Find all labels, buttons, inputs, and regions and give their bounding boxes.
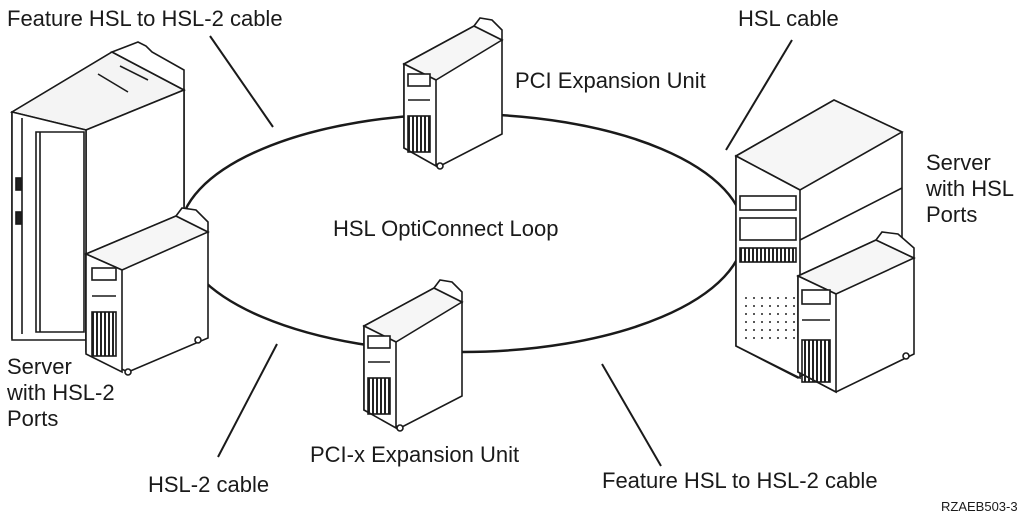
- leader-bottom-right-cable: [601, 363, 662, 467]
- cable-label-bottom-left: HSL-2 cable: [148, 472, 270, 497]
- pci-x-expansion-unit-label: PCI-x Expansion Unit: [310, 442, 520, 467]
- server-hsl2-label-line3: Ports: [7, 406, 59, 431]
- server-hsl-label-line2: with HSL: [926, 176, 1015, 201]
- cable-label-top-right: HSL cable: [738, 6, 839, 31]
- pci-expansion-unit-icon: [402, 17, 504, 170]
- server-hsl2-label-line2: with HSL-2: [7, 380, 115, 405]
- server-hsl-front-unit-icon: [796, 231, 916, 394]
- server-hsl2-label-line1: Server: [7, 354, 72, 379]
- server-hsl2-label: Server with HSL-2 Ports: [7, 354, 115, 432]
- figure-id: RZAEB503-3: [941, 499, 1018, 514]
- leader-bottom-left-cable: [217, 343, 278, 458]
- pci-expansion-unit-label: PCI Expansion Unit: [515, 68, 706, 93]
- cable-label-bottom-right: Feature HSL to HSL-2 cable: [602, 468, 878, 493]
- pci-x-expansion-unit-icon: [362, 279, 464, 432]
- leader-top-left-cable: [209, 35, 274, 128]
- leader-top-right-cable: [725, 39, 793, 151]
- server-hsl-label: Server with HSL Ports: [926, 150, 1014, 228]
- cable-label-top-left: Feature HSL to HSL-2 cable: [7, 6, 283, 31]
- server-hsl2-front-unit-icon: [83, 207, 210, 376]
- loop-label: HSL OptiConnect Loop: [333, 216, 559, 241]
- server-hsl-label-line3: Ports: [926, 202, 978, 227]
- server-hsl-label-line1: Server: [926, 150, 991, 175]
